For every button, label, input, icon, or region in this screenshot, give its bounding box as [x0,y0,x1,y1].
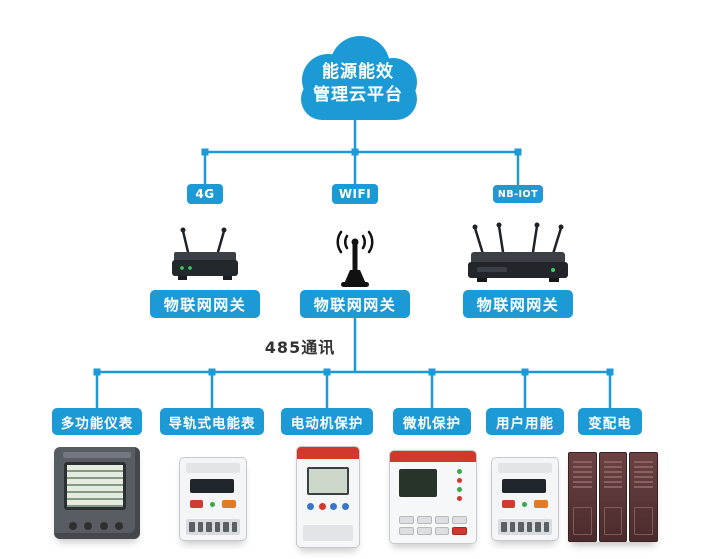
badge-wifi: WIFI [332,184,378,204]
cloud-title: 能源能效 管理云平台 [283,28,433,128]
rail-energy-meter-image [179,457,247,541]
device-label-motor-protection: 电动机保护 [281,408,373,435]
distribution-cabinet-image [568,452,659,542]
device-label-power-distribution: 变配电 [578,408,642,435]
protection-relay-image [389,450,477,544]
cloud-platform: 能源能效 管理云平台 [283,28,433,128]
gateway-label-4g: 物联网网关 [150,290,260,318]
badge-nbiot: NB-IOT [493,185,543,203]
user-energy-meter-image [491,457,559,541]
gateway-label-wifi: 物联网网关 [300,290,410,318]
bus-485-label: 485通讯 [264,338,336,357]
wifi-antenna-icon [327,226,383,292]
device-label-rail-meter: 导轨式电能表 [160,408,264,435]
gateway-label-nbiot: 物联网网关 [463,290,573,318]
cloud-icon [301,36,417,120]
nbiot-router-icon [465,220,571,290]
multifunction-meter-image [54,447,140,539]
4g-router-icon [168,224,243,290]
device-label-user-energy: 用户用能 [486,408,564,435]
badge-4g: 4G [187,184,223,204]
device-label-multifunction-meter: 多功能仪表 [52,408,142,435]
cloud-title-line2: 管理云平台 [313,85,403,105]
cloud-title-line1: 能源能效 [322,62,394,83]
junction-dots [93,148,614,376]
motor-protection-image [296,446,360,548]
device-label-microcomputer-protection: 微机保护 [393,408,471,435]
